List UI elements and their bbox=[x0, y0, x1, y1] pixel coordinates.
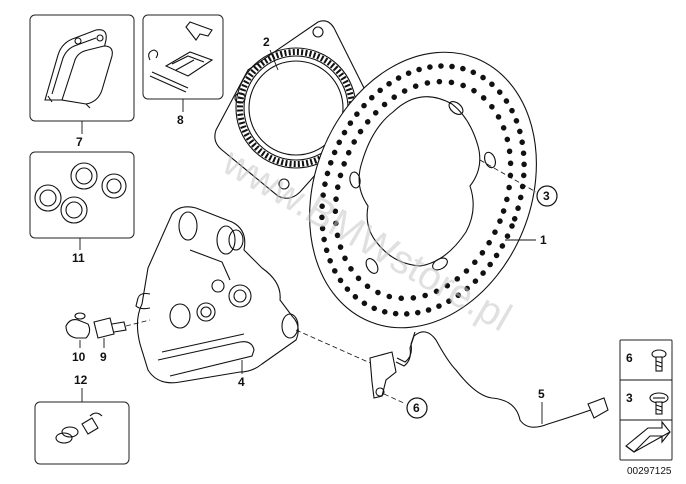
abs-sensor-cable[interactable] bbox=[369, 331, 609, 428]
arrow-icon bbox=[625, 420, 671, 453]
label-5: 5 bbox=[538, 387, 545, 401]
axis-line-bleed bbox=[125, 319, 151, 327]
legend-item-screw-6[interactable]: 6 bbox=[626, 349, 667, 372]
leader-3 bbox=[479, 159, 537, 193]
bleed-screw-9[interactable] bbox=[93, 317, 127, 339]
inset-box-brake-pads[interactable] bbox=[29, 14, 135, 122]
label-12: 12 bbox=[74, 373, 88, 387]
legend-label-3: 3 bbox=[626, 391, 633, 405]
label-2: 2 bbox=[263, 35, 270, 49]
inset-box-seals[interactable] bbox=[29, 151, 135, 239]
label-7: 7 bbox=[76, 135, 83, 149]
label-1: 1 bbox=[540, 233, 547, 247]
leader-2 bbox=[269, 49, 279, 71]
label-8: 8 bbox=[177, 113, 184, 127]
inset-box-pin-clip[interactable] bbox=[142, 14, 224, 100]
inset-box-bleed-parts[interactable] bbox=[34, 401, 130, 465]
label-10: 10 bbox=[72, 350, 86, 364]
label-4: 4 bbox=[238, 375, 245, 389]
callout-circle-6[interactable] bbox=[406, 397, 428, 419]
label-6: 6 bbox=[413, 401, 420, 415]
legend-item-screw-3[interactable]: 3 bbox=[626, 391, 669, 415]
legend-label-6: 6 bbox=[626, 351, 633, 365]
bleed-cap-10[interactable] bbox=[65, 312, 91, 339]
brake-caliper[interactable] bbox=[135, 206, 299, 384]
label-11: 11 bbox=[72, 251, 85, 265]
label-3: 3 bbox=[543, 189, 550, 203]
brake-disc[interactable] bbox=[270, 18, 577, 362]
label-9: 9 bbox=[100, 350, 107, 364]
callout-circle-3[interactable] bbox=[536, 185, 558, 207]
leader-6 bbox=[383, 393, 407, 405]
reference-number: 00297125 bbox=[627, 466, 672, 477]
